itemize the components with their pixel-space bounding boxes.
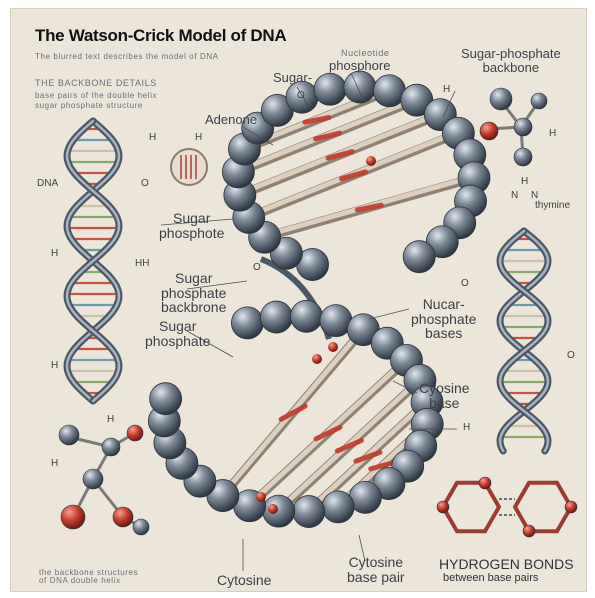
atom-h-9: H bbox=[549, 129, 556, 140]
oxygen-accent bbox=[268, 504, 278, 514]
oxygen-accent bbox=[366, 156, 376, 166]
oxygen-accent bbox=[312, 354, 322, 364]
atom-h-3: H bbox=[51, 249, 58, 260]
mol-tr-atom bbox=[514, 118, 532, 136]
oxygen-accent bbox=[328, 342, 338, 352]
atom-n-1: N bbox=[531, 191, 538, 202]
subtitle-line-1: The blurred text describes the model of … bbox=[35, 53, 219, 61]
oxygen-accent bbox=[256, 492, 266, 502]
label-sugar-top: Sugar- bbox=[273, 71, 312, 85]
label-between-base-pairs: between base pairs bbox=[443, 573, 538, 585]
upper-bond-mark bbox=[316, 133, 340, 139]
subtitle-line-3: base pairs of the double helix bbox=[35, 92, 157, 100]
poster-title: The Watson-Crick Model of DNA bbox=[35, 27, 286, 45]
mol-bl-atom bbox=[83, 469, 103, 489]
hbond-atom-red bbox=[479, 477, 491, 489]
lower-phosphate-bead bbox=[231, 307, 263, 339]
left-dna-helix bbox=[67, 121, 119, 401]
mol-bl-atom bbox=[102, 438, 120, 456]
mol-tr-atom-red bbox=[480, 122, 498, 140]
atom-o-3: O bbox=[253, 263, 261, 274]
atom-h-1: H bbox=[149, 133, 156, 144]
lower-phosphate-bead bbox=[260, 301, 292, 333]
lower-phosphate-bead bbox=[290, 300, 322, 332]
atom-g-1: O bbox=[567, 351, 575, 362]
label-sugar-phosphate-mid: Sugar phosphate bbox=[145, 319, 210, 348]
label-thymine: thymine bbox=[535, 201, 570, 212]
right-dna-helix bbox=[500, 231, 548, 451]
atom-n-2: N bbox=[511, 191, 518, 202]
base-ring-right bbox=[515, 483, 571, 531]
hbond-atom-red bbox=[523, 525, 535, 537]
upper-phosphate-bead bbox=[344, 71, 376, 103]
lower-phosphate-bead bbox=[322, 491, 354, 523]
upper-phosphate-bead bbox=[403, 241, 435, 273]
atom-h-4: H bbox=[51, 361, 58, 372]
lower-phosphate-bead bbox=[150, 383, 182, 415]
atom-h-2: H bbox=[195, 133, 202, 144]
label-adenone: Adenone bbox=[205, 113, 257, 127]
atom-h-8: H bbox=[463, 423, 470, 434]
upper-bond-mark bbox=[305, 118, 329, 123]
mol-bl-atom-red bbox=[127, 425, 143, 441]
subtitle-line-4: sugar phosphate structure bbox=[35, 102, 143, 110]
upper-phosphate-bead bbox=[314, 73, 346, 105]
atom-o-2: O bbox=[141, 179, 149, 190]
mol-tr-atom bbox=[490, 88, 512, 110]
lower-phosphate-bead bbox=[263, 495, 295, 527]
mol-bl-atom bbox=[133, 519, 149, 535]
mol-tr-atom bbox=[531, 93, 547, 109]
label-hydrogen-bonds: HYDROGEN BONDS bbox=[439, 557, 574, 572]
label-dna-left: DNA bbox=[37, 179, 58, 190]
label-cytosine-base-pair-bottom: Cytosine base pair bbox=[347, 555, 405, 584]
label-sugar-phosphate-backbrone: Sugar phosphate backbrone bbox=[161, 271, 226, 315]
label-hh: HH bbox=[135, 259, 149, 270]
atom-h-5: H bbox=[51, 459, 58, 470]
base-ring-left bbox=[443, 483, 499, 531]
upper-bond-mark bbox=[328, 152, 352, 158]
ring-icon bbox=[171, 149, 207, 185]
subtitle-line-2: THE BACKBONE DETAILS bbox=[35, 79, 157, 88]
leader-line bbox=[369, 309, 409, 319]
label-sugar-phosphate-backbone-top-right: Sugar-phosphate backbone bbox=[461, 47, 561, 74]
atom-h-10: H bbox=[107, 415, 114, 426]
label-sugar-phosphote: Sugar phosphote bbox=[159, 211, 224, 240]
upper-bond-mark bbox=[342, 172, 366, 179]
label-phosphore-top: phosphore bbox=[329, 59, 390, 73]
label-nucar-phosphate-bases: Nucar- phosphate bases bbox=[411, 297, 476, 341]
label-bottom-left-blur: the backbone structures of DNA double he… bbox=[39, 569, 138, 586]
label-cyosine-base: Cyosine base bbox=[419, 381, 470, 410]
hbond-atom-red bbox=[437, 501, 449, 513]
label-cytosine-bottom: Cytosine bbox=[217, 573, 271, 588]
atom-h-7: H bbox=[521, 177, 528, 188]
hbond-atom-red bbox=[565, 501, 577, 513]
lower-phosphate-bead bbox=[293, 496, 325, 528]
mol-bl-atom-red bbox=[61, 505, 85, 529]
atom-o-4: O bbox=[461, 279, 469, 290]
mol-tr-atom bbox=[514, 148, 532, 166]
atom-h-6: H bbox=[443, 85, 450, 96]
atom-o-1: O bbox=[297, 91, 305, 102]
mol-bl-atom-red bbox=[113, 507, 133, 527]
dna-poster: The Watson-Crick Model of DNA The blurre… bbox=[10, 8, 587, 592]
mol-bl-atom bbox=[59, 425, 79, 445]
